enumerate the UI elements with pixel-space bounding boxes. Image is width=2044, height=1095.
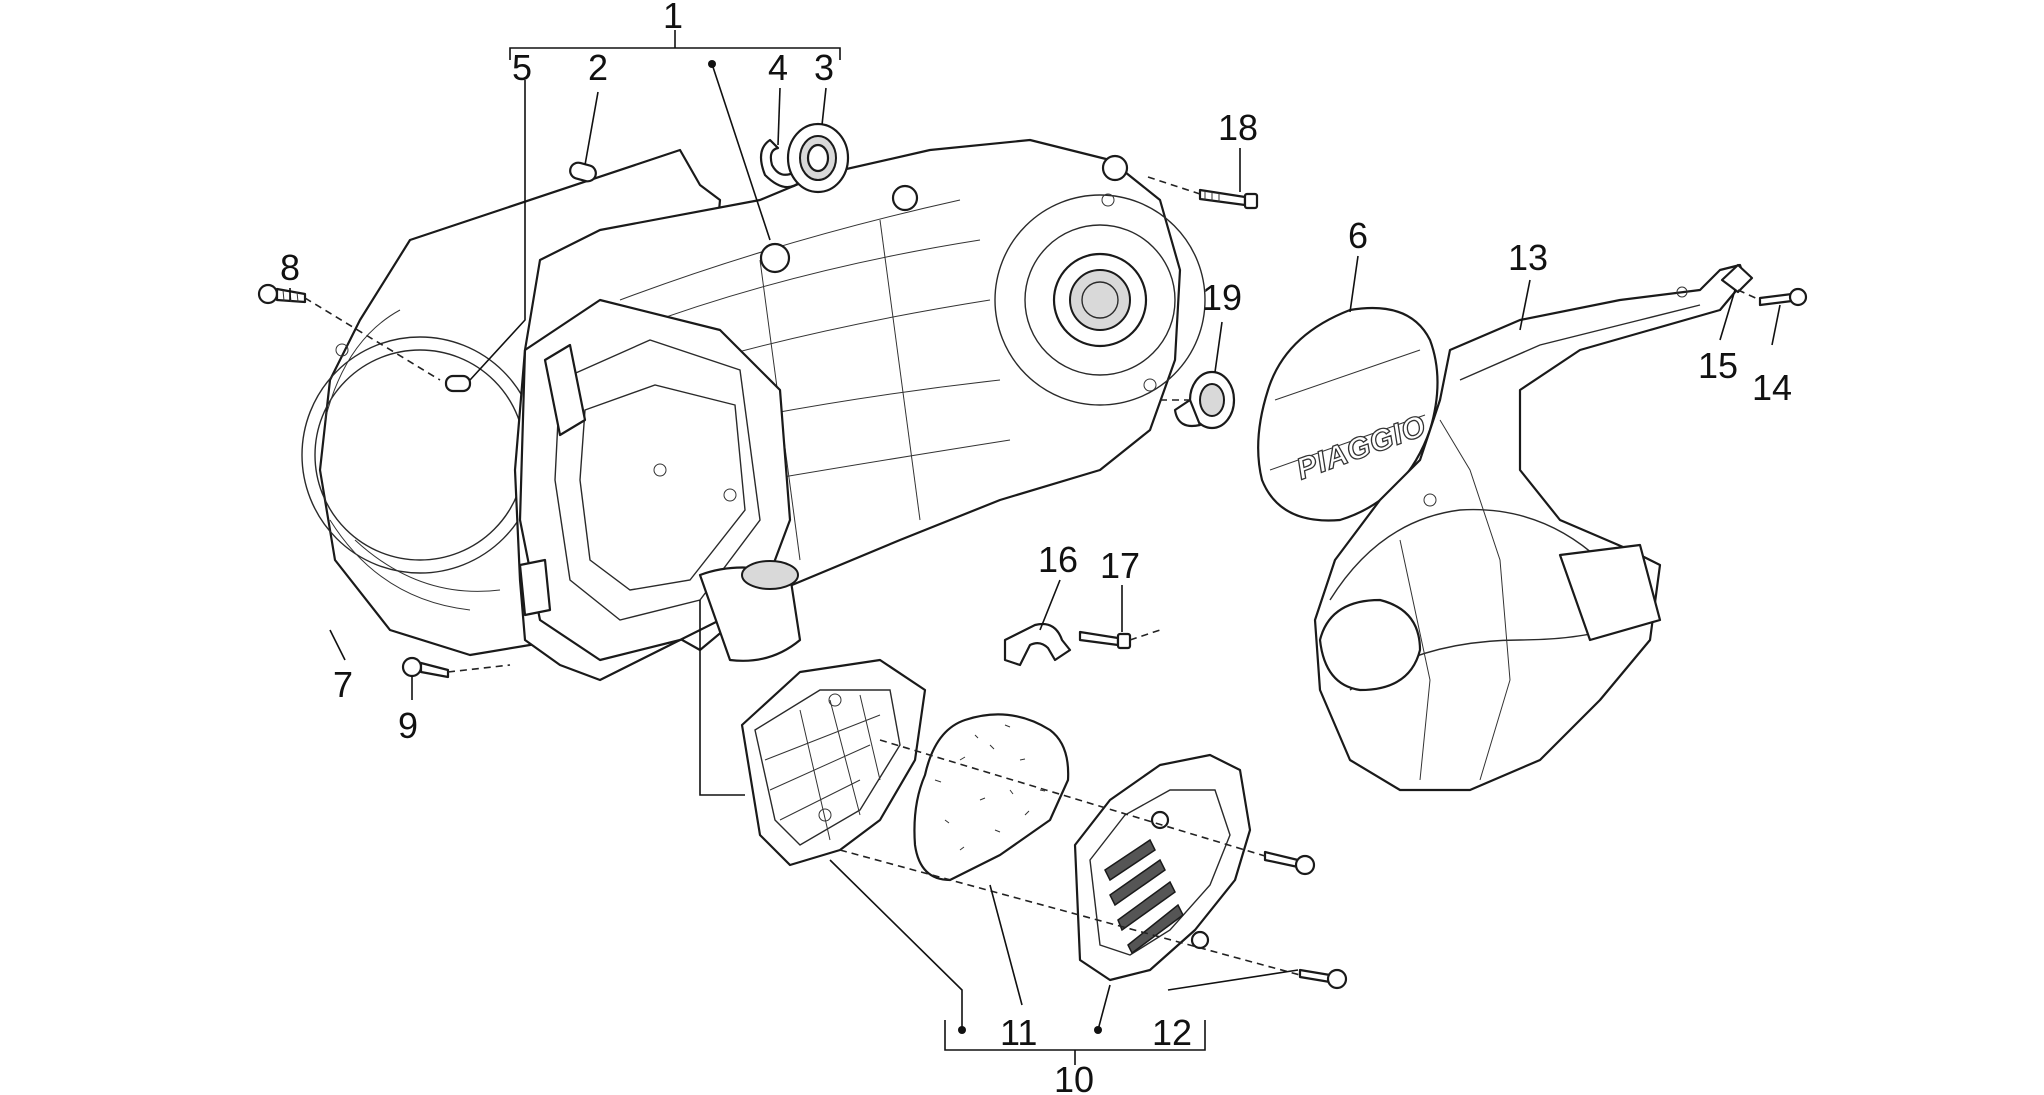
callout-3: 3 bbox=[814, 47, 834, 88]
part-13-duct-cover bbox=[1313, 263, 1747, 792]
callout-19: 19 bbox=[1202, 277, 1242, 318]
callout-16: 16 bbox=[1038, 539, 1078, 580]
part-3-bearing bbox=[786, 122, 850, 194]
callouts: 1 5 2 4 3 8 7 9 18 19 6 13 15 14 16 17 1… bbox=[280, 0, 1792, 1095]
part-16-clamp bbox=[1003, 622, 1072, 667]
part-15-clip bbox=[1720, 263, 1754, 294]
callout-9: 9 bbox=[398, 705, 418, 746]
callout-7: 7 bbox=[333, 664, 353, 705]
callout-6: 6 bbox=[1348, 215, 1368, 256]
callout-18: 18 bbox=[1218, 107, 1258, 148]
part-2-dowel-pin bbox=[569, 161, 597, 183]
callout-4: 4 bbox=[768, 47, 788, 88]
callout-8: 8 bbox=[280, 247, 300, 288]
part-10-filter-housing-back bbox=[740, 658, 927, 867]
callout-10: 10 bbox=[1054, 1059, 1094, 1095]
callout-14: 14 bbox=[1752, 367, 1792, 408]
part-14-screw bbox=[1758, 287, 1808, 307]
part-11-foam-filter bbox=[913, 713, 1070, 882]
assembly-lines bbox=[304, 176, 1761, 976]
part-1-intake-frame bbox=[518, 298, 802, 662]
callout-5: 5 bbox=[512, 47, 532, 88]
callout-15: 15 bbox=[1698, 345, 1738, 386]
callout-1: 1 bbox=[663, 0, 683, 36]
callout-12: 12 bbox=[1152, 1012, 1192, 1053]
callout-2: 2 bbox=[588, 47, 608, 88]
part-9-screw bbox=[401, 656, 450, 679]
part-19-bushing bbox=[1173, 370, 1236, 430]
part-18-bolt bbox=[1198, 188, 1259, 210]
part-17-bolt bbox=[1078, 630, 1132, 650]
callout-17: 17 bbox=[1100, 545, 1140, 586]
part-8-screw bbox=[257, 283, 307, 305]
leader-lines bbox=[289, 30, 1781, 1065]
part-5-dowel bbox=[444, 374, 472, 393]
callout-13: 13 bbox=[1508, 237, 1548, 278]
callout-11: 11 bbox=[1000, 1012, 1037, 1053]
part-12-filter-cover-front bbox=[1073, 753, 1252, 982]
part-6-flywheel-cover: PIAGGIO bbox=[1257, 306, 1439, 522]
filter-screw-lower bbox=[1298, 968, 1348, 990]
filter-screw-upper bbox=[1263, 850, 1316, 876]
